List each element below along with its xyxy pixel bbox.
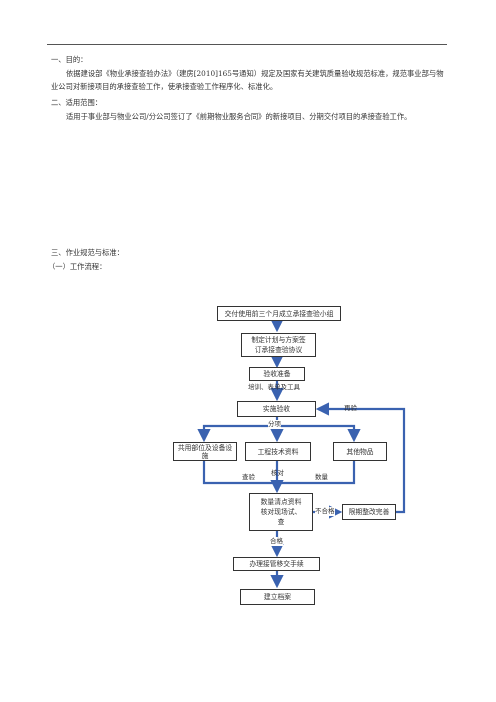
count-label: 数量: [315, 473, 328, 481]
prepare-note: 培训、表单及工具: [248, 383, 300, 391]
flow-cat-other-items: 其他物品: [333, 442, 387, 461]
header-rule: [47, 44, 447, 45]
section-3-subheading: （一）工作流程：: [48, 262, 107, 271]
section-1-body: 依据建设部《物业承接查验办法》（建房[2010]165号通知）规定及国家有关建筑…: [51, 69, 444, 91]
pass-label: 合格: [270, 537, 283, 546]
flow-step-count-verify: 数量清点资料核对现场试、查: [249, 493, 313, 531]
section-2-body: 适用于事业部与物业公司/分公司签订了《前期物业服务合同》的新接项目、分期交付项目…: [66, 112, 412, 121]
flow-step-rectify: 限期整改完善: [342, 504, 396, 520]
flow-step-plan-agreement: 制定计划与方案签订承接查验协议: [241, 333, 316, 357]
recheck-label: 再验: [344, 404, 357, 412]
flow-step-form-team: 交付使用前三个月成立承接查验小组: [217, 306, 341, 321]
flow-cat-common-areas: 共用部位及设备设施: [173, 442, 237, 461]
flow-step-prepare: 验收准备: [249, 367, 305, 381]
flow-step-handover: 办理接管移交手续: [233, 557, 320, 571]
flow-cat-tech-docs: 工程技术资料: [245, 442, 311, 461]
verify-label: 核对: [271, 469, 284, 477]
section-2-heading: 二、适用范围：: [51, 98, 103, 107]
fail-label: 不合格: [315, 507, 335, 516]
section-1-heading: 一、目的：: [51, 55, 88, 64]
flow-step-inspect: 实施验收: [237, 401, 316, 417]
arrow-recheck: [315, 402, 406, 514]
section-3-heading: 三、作业规范与标准：: [51, 248, 124, 257]
split-label: 分项: [268, 420, 281, 429]
check-label: 查验: [242, 473, 255, 481]
flow-step-archive: 建立档案: [240, 589, 315, 605]
